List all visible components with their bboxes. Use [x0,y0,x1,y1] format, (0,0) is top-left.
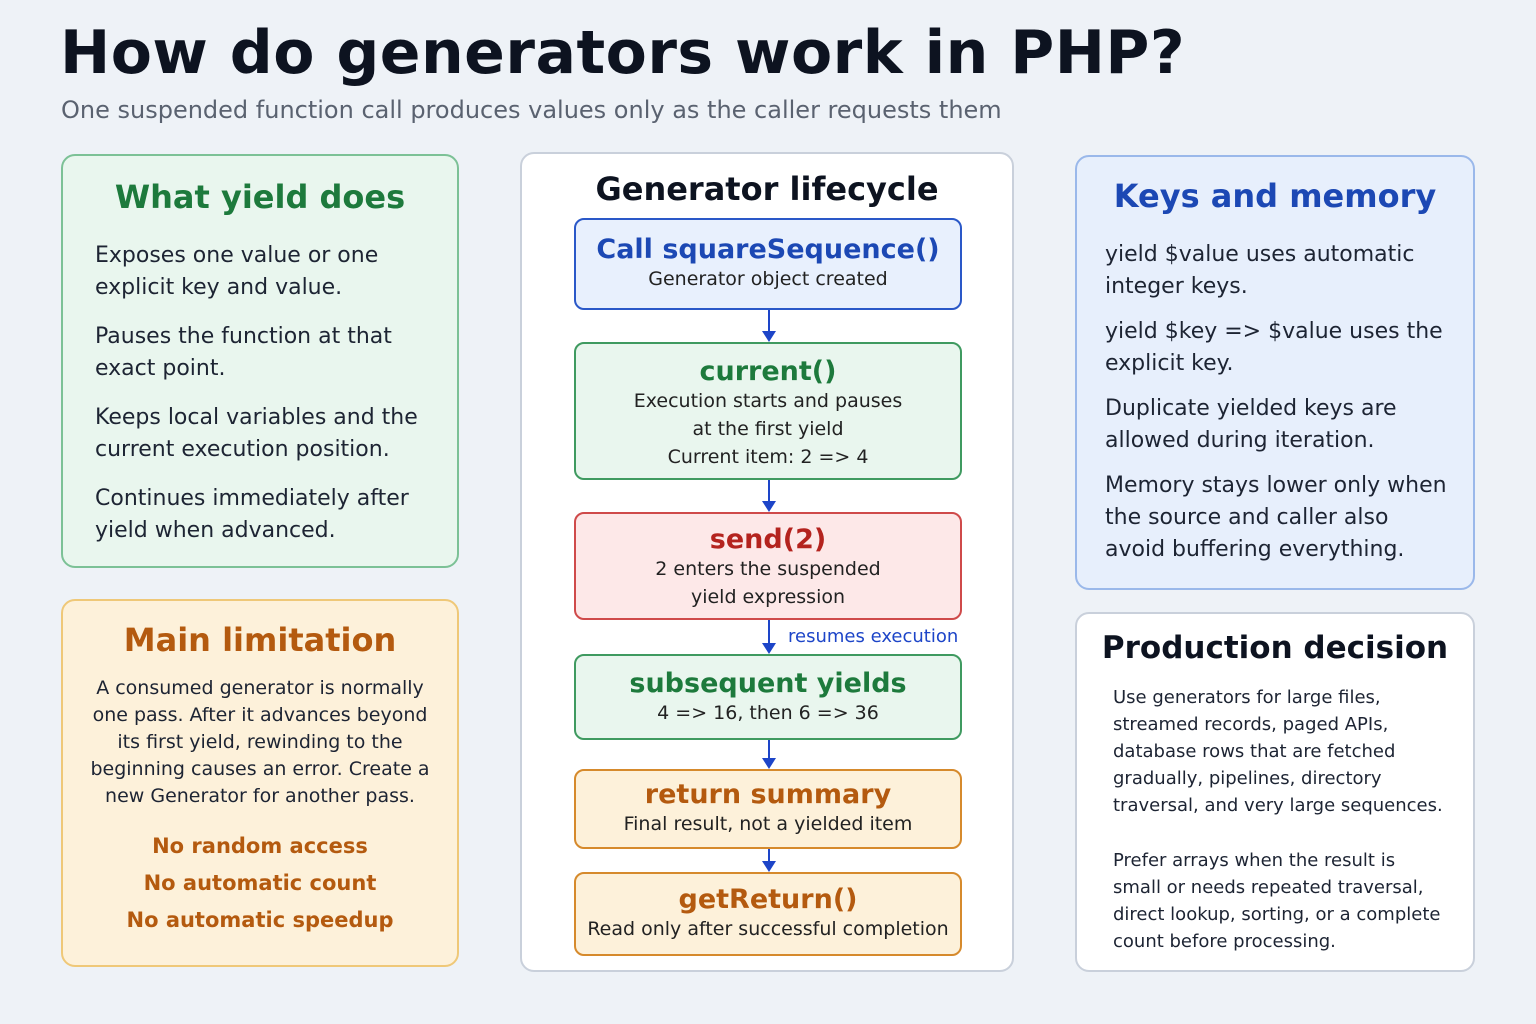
list-item: Duplicate yielded keys are allowed durin… [1105,396,1397,453]
step-line: at the first yield [692,418,844,440]
resumes-execution-label: resumes execution [788,626,959,647]
limitation-item: No automatic count [143,871,377,895]
step-line: 2 enters the suspended [655,558,881,580]
flow-arrow [762,620,776,654]
keys-and-memory-panel: Keys and memory yield $value uses automa… [1075,155,1475,590]
limitation-item: No random access [152,834,368,858]
step-line: 4 => 16, then 6 => 36 [657,702,879,724]
flow-arrow [762,480,776,512]
step-line: Generator object created [648,268,888,290]
step-heading: return summary [644,779,892,810]
panel-title: Generator lifecycle [595,170,939,208]
step-line: yield expression [690,586,846,608]
step-heading: getReturn() [678,884,858,915]
step-line: Current item: 2 => 4 [667,446,869,468]
production-paragraph: Use generators for large files, streamed… [1113,687,1443,816]
page-title: How do generators work in PHP? [60,18,1186,88]
flow-arrow [762,310,776,342]
generator-lifecycle-panel: Generator lifecycle Call squareSequence(… [520,152,1014,972]
step-heading: current() [699,356,837,387]
production-paragraph: Prefer arrays when the result is small o… [1113,850,1441,952]
panel-title: Main limitation [123,621,397,659]
step-line: Read only after successful completion [587,918,949,940]
step-get-return: getReturn() Read only after successful c… [574,872,962,956]
limitation-item: No automatic speedup [126,908,394,932]
step-current: current() Execution starts and pauses at… [574,342,962,480]
step-call: Call squareSequence() Generator object c… [574,218,962,310]
step-heading: Call squareSequence() [596,234,940,265]
panel-title: Production decision [1101,630,1449,666]
step-line: Final result, not a yielded item [623,813,913,835]
keys-list: yield $value uses automatic integer keys… [1077,215,1473,566]
list-item: yield $value uses automatic integer keys… [1105,242,1415,299]
list-item: Exposes one value or one explicit key an… [95,243,379,300]
what-yield-does-panel: What yield does Exposes one value or one… [61,154,459,568]
main-limitation-panel: Main limitation A consumed generator is … [61,599,459,967]
list-item: yield $key => $value uses the explicit k… [1105,319,1443,376]
step-subsequent-yields: subsequent yields 4 => 16, then 6 => 36 [574,654,962,740]
limitation-list: No random access No automatic count No a… [63,828,457,939]
list-item: Pauses the function at that exact point. [95,324,392,381]
flow-arrow [762,849,776,872]
flow-arrow [762,740,776,769]
step-heading: send(2) [709,524,827,555]
step-line: Execution starts and pauses [633,390,903,412]
page-subtitle: One suspended function call produces val… [61,96,1002,124]
step-heading: subsequent yields [629,668,907,699]
production-decision-panel: Production decision Use generators for l… [1075,612,1475,972]
yield-list: Exposes one value or one explicit key an… [63,216,457,547]
panel-title: Keys and memory [1113,177,1437,215]
list-item: Keeps local variables and the current ex… [95,405,418,462]
limitation-text: A consumed generator is normally one pas… [90,677,430,807]
step-send: send(2) 2 enters the suspended yield exp… [574,512,962,620]
panel-title: What yield does [114,178,406,216]
list-item: Continues immediately after yield when a… [95,486,409,543]
list-item: Memory stays lower only when the source … [1105,473,1447,562]
step-return-summary: return summary Final result, not a yield… [574,769,962,849]
